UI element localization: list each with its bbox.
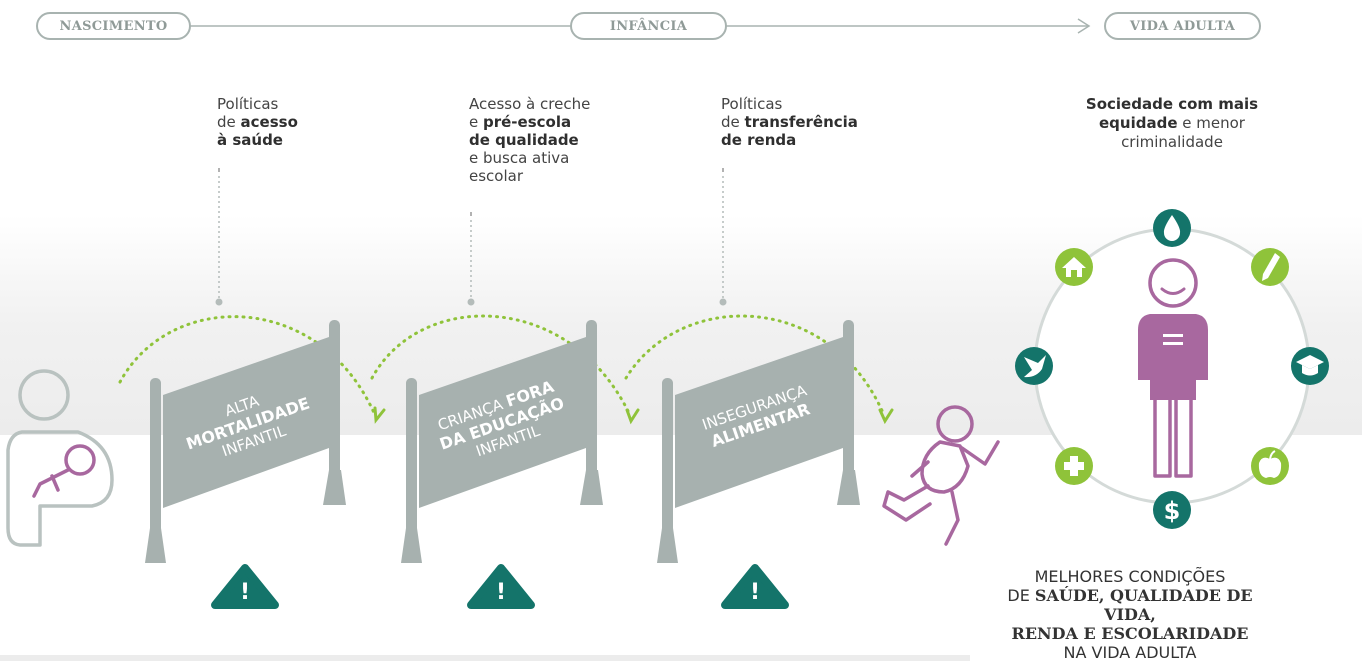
society-bold1: Sociedade com mais — [1085, 95, 1259, 113]
policy-education: Acesso à creche e pré-escola de qualidad… — [469, 95, 590, 185]
barrier-sign-2 — [401, 320, 603, 563]
svg-text:$: $ — [1164, 497, 1181, 525]
outcome-bold2: RENDA E ESCOLARIDADE — [1011, 624, 1249, 643]
stage-pill-childhood: INFÂNCIA — [570, 12, 727, 40]
policy-education-bold2: de qualidade — [469, 131, 579, 149]
policy-income-bold2: de renda — [721, 131, 797, 149]
policy-income-bold1: transferência — [744, 113, 858, 131]
apple-icon — [1251, 447, 1289, 485]
stage-pill-birth: NASCIMENTO — [36, 12, 191, 40]
policy-health-line1: Políticas — [217, 95, 279, 113]
adult-person-icon — [1138, 258, 1208, 478]
svg-text:!: ! — [240, 580, 250, 605]
policy-health-pre: de — [217, 113, 241, 131]
society-line3: criminalidade — [1121, 133, 1223, 151]
mother-holding-baby-icon — [6, 369, 114, 547]
dove-icon — [1015, 347, 1053, 385]
health-cross-icon — [1055, 447, 1093, 485]
dollar-icon: $ — [1153, 491, 1191, 529]
policy-education-line5: escolar — [469, 167, 523, 185]
graduation-cap-icon — [1291, 347, 1329, 385]
outcome-bold1: SAÚDE, QUALIDADE DE VIDA, — [1034, 586, 1253, 624]
svg-text:!: ! — [496, 580, 506, 605]
policy-education-pre: e — [469, 113, 483, 131]
svg-text:!: ! — [750, 580, 760, 605]
outcome-line1: MELHORES CONDIÇÕES — [1034, 567, 1226, 586]
society-rest2: e menor — [1177, 114, 1245, 132]
warning-icon: ! — [467, 564, 535, 609]
timeline-arrow-icon — [1077, 18, 1091, 34]
society-caption: Sociedade com mais equidade e menor crim… — [1062, 95, 1282, 152]
warning-icon: ! — [721, 564, 789, 609]
policy-income: Políticas de transferência de renda — [721, 95, 858, 149]
policy-health-bold2: à saúde — [217, 131, 283, 149]
arc-arrow-1-icon — [373, 406, 386, 424]
arc-arrow-2-icon — [625, 408, 640, 425]
barrier-sign-1 — [145, 320, 346, 563]
policy-health-bold1: acesso — [240, 113, 298, 131]
policy-income-line1: Políticas — [721, 95, 783, 113]
outcome-pre: DE — [1007, 586, 1035, 605]
policy-connectors — [215, 168, 727, 306]
jump-arc-2 — [370, 314, 632, 417]
policy-education-line1: Acesso à creche — [469, 95, 591, 113]
policy-education-bold1: pré-escola — [483, 113, 572, 131]
house-icon — [1055, 248, 1093, 286]
barrier-sign-3 — [657, 320, 860, 563]
floor-line — [0, 655, 970, 661]
policy-income-pre: de — [721, 113, 745, 131]
stage-pill-adult: VIDA ADULTA — [1104, 12, 1261, 40]
outcome-caption: MELHORES CONDIÇÕES DE SAÚDE, QUALIDADE D… — [980, 567, 1280, 662]
warning-icon: ! — [211, 564, 279, 609]
water-drop-icon — [1153, 209, 1191, 247]
policy-education-line4: e busca ativa — [469, 149, 570, 167]
pencil-icon — [1251, 248, 1289, 286]
running-child-icon — [882, 405, 1000, 546]
outcome-line4: NA VIDA ADULTA — [1063, 643, 1197, 662]
arc-arrow-3-icon — [878, 408, 894, 425]
policy-health: Políticas de acesso à saúde — [217, 95, 298, 149]
society-bold2: equidade — [1099, 114, 1178, 132]
